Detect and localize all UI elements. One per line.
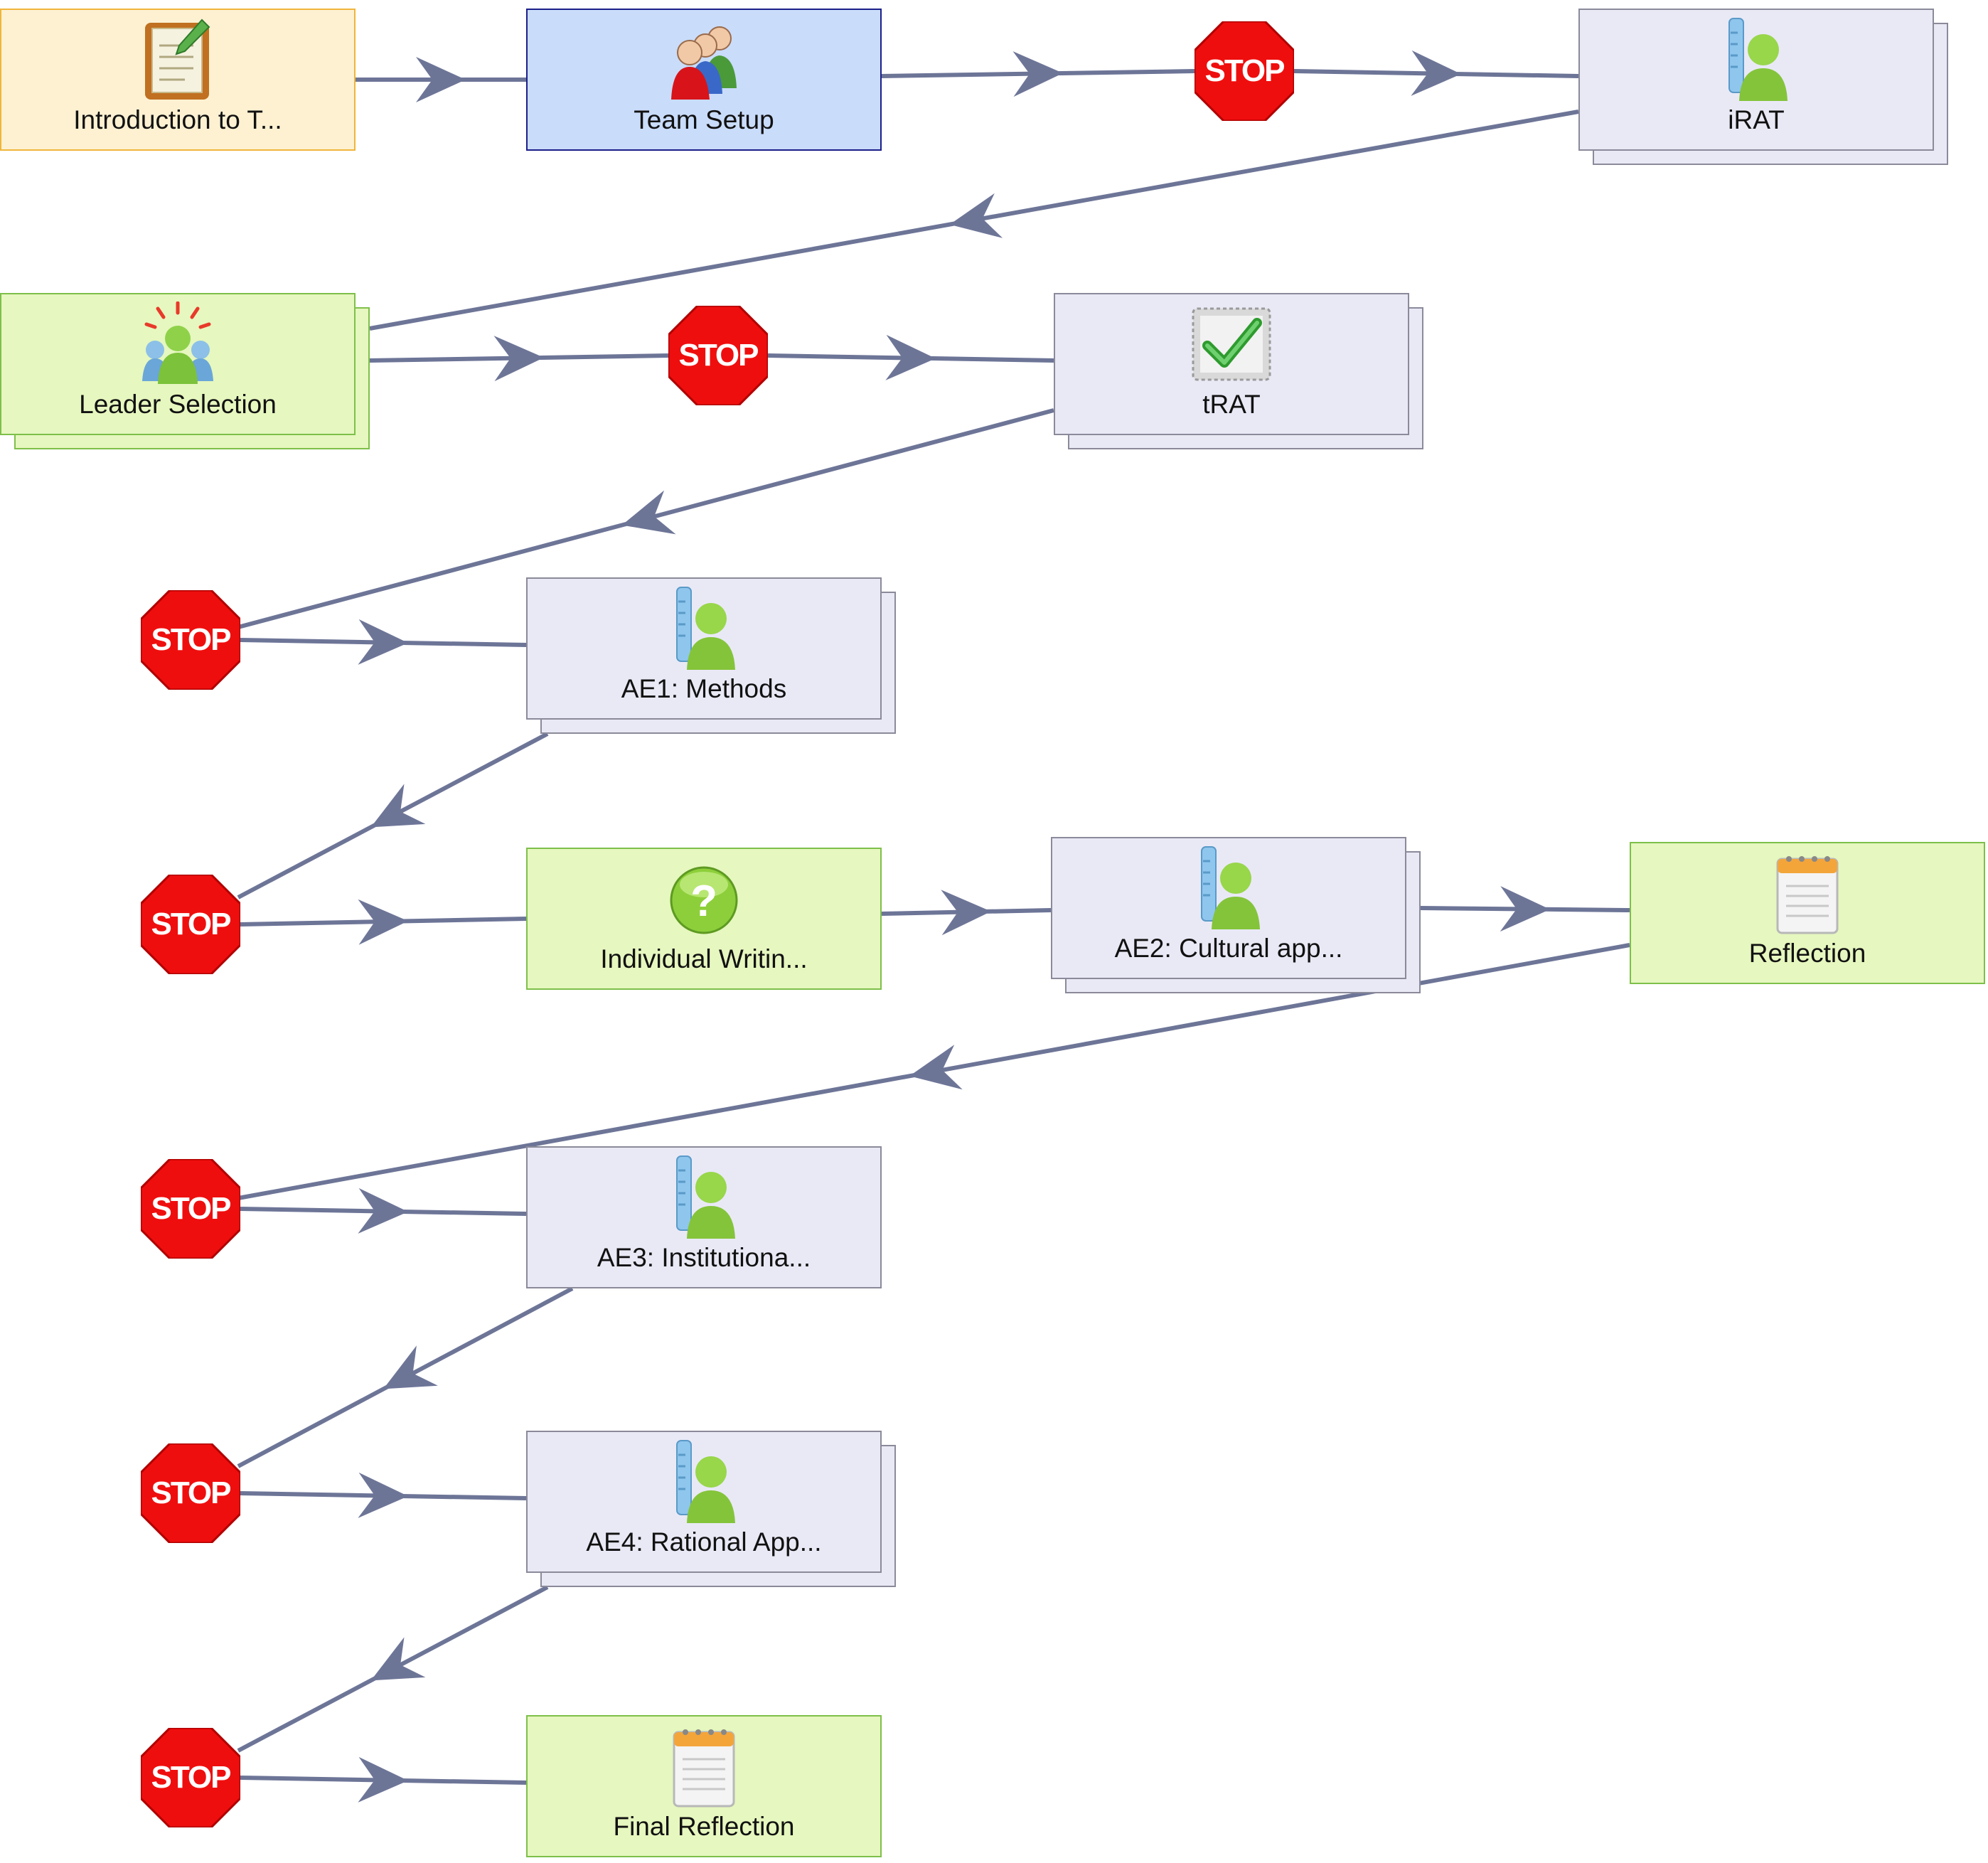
transition-arrowhead <box>358 1472 408 1518</box>
activity-irat[interactable]: iRAT <box>1578 9 1948 165</box>
activity-reflection[interactable]: Reflection <box>1630 842 1985 984</box>
stop-sign-icon <box>141 1728 240 1827</box>
activity-label: Final Reflection <box>613 1812 795 1841</box>
activity-ae1-methods[interactable]: AE1: Methods <box>526 577 896 734</box>
transition-arrowhead <box>383 1345 438 1389</box>
transition-arrowhead <box>1411 50 1461 96</box>
stop-gate[interactable]: STOP <box>141 590 240 690</box>
stop-gate[interactable]: STOP <box>668 306 768 405</box>
activity-ae2-cultural[interactable]: AE2: Cultural app... <box>1051 837 1421 993</box>
transition-arrowhead <box>358 899 408 945</box>
activity-label: Individual Writin... <box>600 944 808 973</box>
transition-arrowhead <box>1500 886 1550 932</box>
transition-arrowhead <box>909 1045 963 1090</box>
activity-trat[interactable]: tRAT <box>1054 293 1423 449</box>
stop-gate[interactable]: STOP <box>1195 21 1294 121</box>
assessment-person-icon <box>668 586 739 671</box>
assessment-person-icon <box>668 1155 739 1240</box>
transition-arrowhead <box>358 1756 408 1803</box>
activity-final-reflection[interactable]: Final Reflection <box>526 1715 882 1857</box>
transition-arrowhead <box>941 890 991 936</box>
stop-sign-icon <box>141 590 240 690</box>
transition-arrowhead <box>493 336 544 382</box>
activity-label: AE2: Cultural app... <box>1114 934 1343 963</box>
stop-gate[interactable]: STOP <box>141 1443 240 1543</box>
question-icon: ? <box>668 856 739 941</box>
notepad-icon <box>1772 850 1843 936</box>
stop-gate[interactable]: STOP <box>141 1159 240 1259</box>
transition-arrowhead <box>370 1637 426 1681</box>
check-badge-icon <box>1192 301 1271 387</box>
group-icon <box>668 17 739 102</box>
transition-arrowhead <box>949 193 1003 238</box>
transition-arrowhead <box>358 1187 408 1234</box>
svg-text:?: ? <box>690 877 717 926</box>
activity-leader-selection[interactable]: Leader Selection <box>0 293 370 449</box>
transition-arrowhead <box>885 334 936 380</box>
activity-label: AE4: Rational App... <box>586 1527 822 1557</box>
stop-sign-icon <box>668 306 768 405</box>
notepad-icon <box>668 1724 739 1809</box>
activity-label: Reflection <box>1748 939 1866 968</box>
activity-label: Team Setup <box>634 105 774 134</box>
activity-label: iRAT <box>1728 105 1785 134</box>
stop-sign-icon <box>141 1159 240 1259</box>
activity-ae4-rational[interactable]: AE4: Rational App... <box>526 1431 896 1587</box>
transition-arrowhead <box>358 619 408 665</box>
activity-label: AE1: Methods <box>621 674 787 703</box>
stop-gate[interactable]: STOP <box>141 875 240 974</box>
activity-individual-writing[interactable]: ? Individual Writin... <box>526 848 882 990</box>
transition-arrowhead <box>621 490 676 535</box>
activity-label: Leader Selection <box>79 390 277 419</box>
stop-sign-icon <box>141 1443 240 1543</box>
activity-label: Introduction to T... <box>73 105 282 134</box>
assessment-person-icon <box>668 1439 739 1525</box>
stop-gate[interactable]: STOP <box>141 1728 240 1827</box>
activity-label: AE3: Institutiona... <box>597 1243 811 1272</box>
assessment-person-icon <box>1193 845 1264 931</box>
transition-arrowhead <box>370 784 426 828</box>
transition-arrowhead <box>416 57 466 102</box>
transition-arrowhead <box>1012 51 1063 97</box>
activity-introduction[interactable]: Introduction to T... <box>0 9 356 151</box>
leader-icon <box>142 301 213 387</box>
notebook-pencil-icon <box>142 17 213 102</box>
activity-team-setup[interactable]: Team Setup <box>526 9 882 151</box>
activity-ae3-institutional[interactable]: AE3: Institutiona... <box>526 1146 882 1288</box>
activity-label: tRAT <box>1202 390 1261 419</box>
assessment-person-icon <box>1721 17 1792 102</box>
stop-sign-icon <box>1195 21 1294 121</box>
stop-sign-icon <box>141 875 240 974</box>
